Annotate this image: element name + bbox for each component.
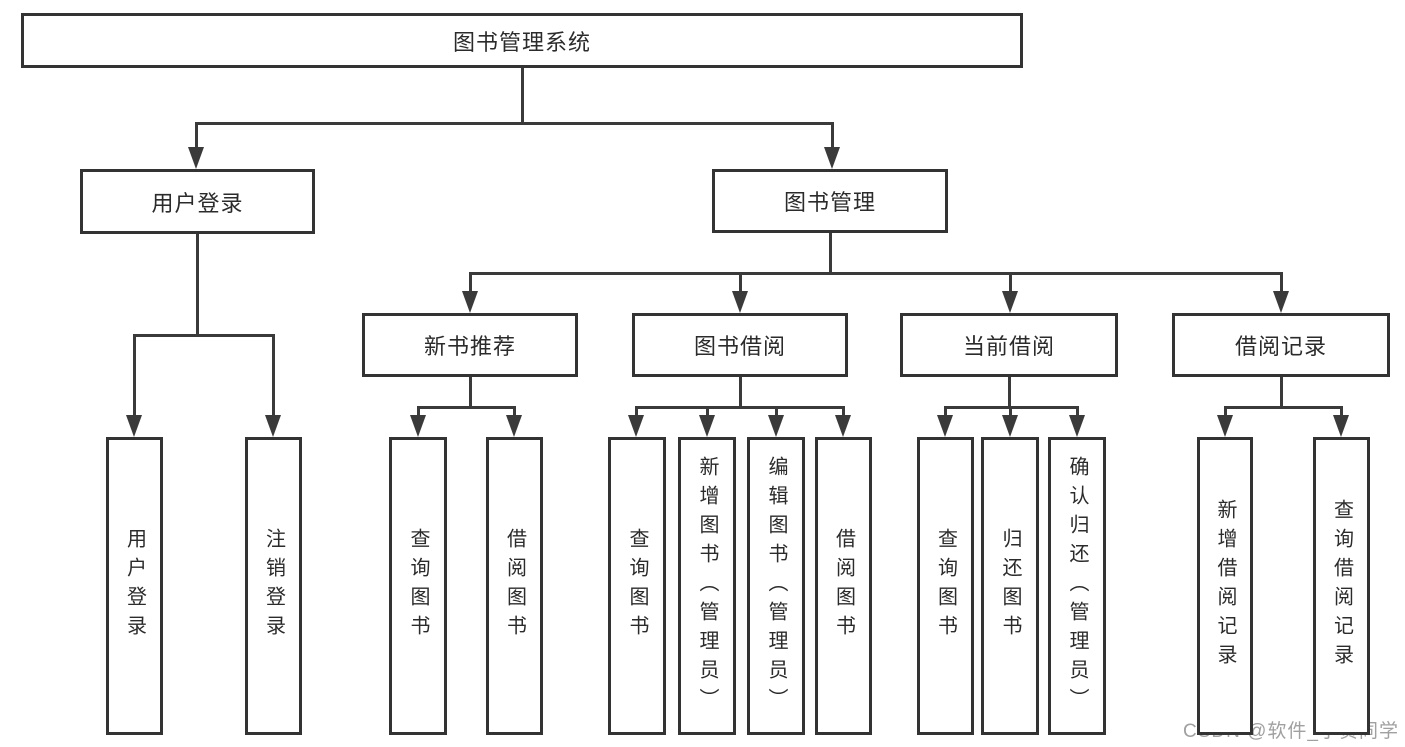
node-label-user-login-leaf: 用户登录 <box>123 528 146 644</box>
connector-line <box>1075 407 1079 417</box>
node-borrow-records: 借阅记录 <box>1172 313 1390 377</box>
connector-line <box>468 271 1283 275</box>
connector-line <box>468 273 472 293</box>
node-rec-borrow-books: 借阅图书 <box>486 437 543 735</box>
connector-line <box>1223 407 1227 417</box>
connector-line <box>738 377 742 407</box>
arrow-down-icon <box>1217 415 1233 437</box>
arrow-down-icon <box>410 415 426 437</box>
node-label-user-login: 用户登录 <box>151 190 244 216</box>
connector-line <box>195 234 199 335</box>
arrow-down-icon <box>1333 415 1349 437</box>
connector-line <box>1008 273 1012 293</box>
connector-line <box>738 273 742 293</box>
arrow-down-icon <box>699 415 715 437</box>
connector-line <box>132 335 136 417</box>
node-label-rec-query-books: 查询图书 <box>407 528 429 644</box>
connector-line <box>828 233 832 273</box>
node-label-bb-add-books: 新增图书（管理员） <box>696 455 718 717</box>
node-bb-edit-books: 编辑图书（管理员） <box>747 437 805 735</box>
node-label-br-query-record: 查询借阅记录 <box>1330 499 1353 673</box>
arrow-down-icon <box>732 291 748 313</box>
arrow-down-icon <box>462 291 478 313</box>
node-label-bb-edit-books: 编辑图书（管理员） <box>765 455 787 717</box>
node-rec-query-books: 查询图书 <box>389 437 447 735</box>
node-root: 图书管理系统 <box>21 13 1023 68</box>
connector-line <box>132 333 275 337</box>
node-cb-confirm-return: 确认归还（管理员） <box>1048 437 1106 735</box>
node-label-book-borrow: 图书借阅 <box>693 334 786 359</box>
node-cb-query-books: 查询图书 <box>917 437 974 735</box>
node-book-borrow: 图书借阅 <box>632 313 848 377</box>
connector-line <box>841 407 845 417</box>
arrow-down-icon <box>188 147 204 169</box>
connector-line <box>943 407 947 417</box>
arrow-down-icon <box>768 415 784 437</box>
connector-line <box>416 407 420 417</box>
arrow-down-icon <box>1069 415 1085 437</box>
node-bb-add-books: 新增图书（管理员） <box>678 437 736 735</box>
connector-line <box>1279 377 1283 407</box>
connector-line <box>705 407 709 417</box>
connector-line <box>1008 407 1012 417</box>
connector-line <box>1007 377 1011 407</box>
node-cb-return-books: 归还图书 <box>981 437 1039 735</box>
node-label-logout-leaf: 注销登录 <box>262 528 285 644</box>
node-bb-borrow-books: 借阅图书 <box>815 437 872 735</box>
arrow-down-icon <box>506 415 522 437</box>
connector-line <box>830 123 834 149</box>
connector-line <box>1339 407 1343 417</box>
connector-line <box>194 123 198 149</box>
node-br-add-record: 新增借阅记录 <box>1197 437 1253 735</box>
node-label-book-mgmt: 图书管理 <box>783 190 876 215</box>
arrow-down-icon <box>628 415 644 437</box>
connector-line <box>774 407 778 417</box>
arrow-down-icon <box>126 415 142 437</box>
connector-line <box>468 377 472 407</box>
node-label-root: 图书管理系统 <box>452 29 591 55</box>
arrow-down-icon <box>1273 291 1289 313</box>
connector-line <box>634 407 638 417</box>
connector-line <box>1223 405 1343 409</box>
arrow-down-icon <box>824 147 840 169</box>
connector-line <box>416 405 516 409</box>
node-logout-leaf: 注销登录 <box>245 437 302 735</box>
node-label-cb-query-books: 查询图书 <box>934 528 957 644</box>
node-label-cb-confirm-return: 确认归还（管理员） <box>1066 455 1088 717</box>
node-book-mgmt: 图书管理 <box>712 169 948 233</box>
node-label-new-book-rec: 新书推荐 <box>423 334 516 359</box>
connector-line <box>1279 273 1283 293</box>
arrow-down-icon <box>1002 291 1018 313</box>
node-user-login: 用户登录 <box>80 169 315 234</box>
node-label-br-add-record: 新增借阅记录 <box>1214 499 1236 673</box>
node-label-rec-borrow-books: 借阅图书 <box>503 528 526 644</box>
node-label-current-borrow: 当前借阅 <box>962 334 1055 359</box>
arrow-down-icon <box>937 415 953 437</box>
connector-line <box>520 68 524 123</box>
node-current-borrow: 当前借阅 <box>900 313 1118 377</box>
node-label-borrow-records: 借阅记录 <box>1234 334 1327 359</box>
arrow-down-icon <box>835 415 851 437</box>
arrow-down-icon <box>1002 415 1018 437</box>
connector-line <box>194 121 834 125</box>
node-bb-query-books: 查询图书 <box>608 437 666 735</box>
connector-line <box>512 407 516 417</box>
node-label-bb-borrow-books: 借阅图书 <box>832 528 855 644</box>
node-user-login-leaf: 用户登录 <box>106 437 163 735</box>
node-label-bb-query-books: 查询图书 <box>626 528 648 644</box>
node-label-cb-return-books: 归还图书 <box>999 528 1021 644</box>
node-br-query-record: 查询借阅记录 <box>1313 437 1370 735</box>
node-new-book-rec: 新书推荐 <box>362 313 578 377</box>
connector-line <box>271 335 275 417</box>
arrow-down-icon <box>265 415 281 437</box>
connector-line <box>634 405 845 409</box>
